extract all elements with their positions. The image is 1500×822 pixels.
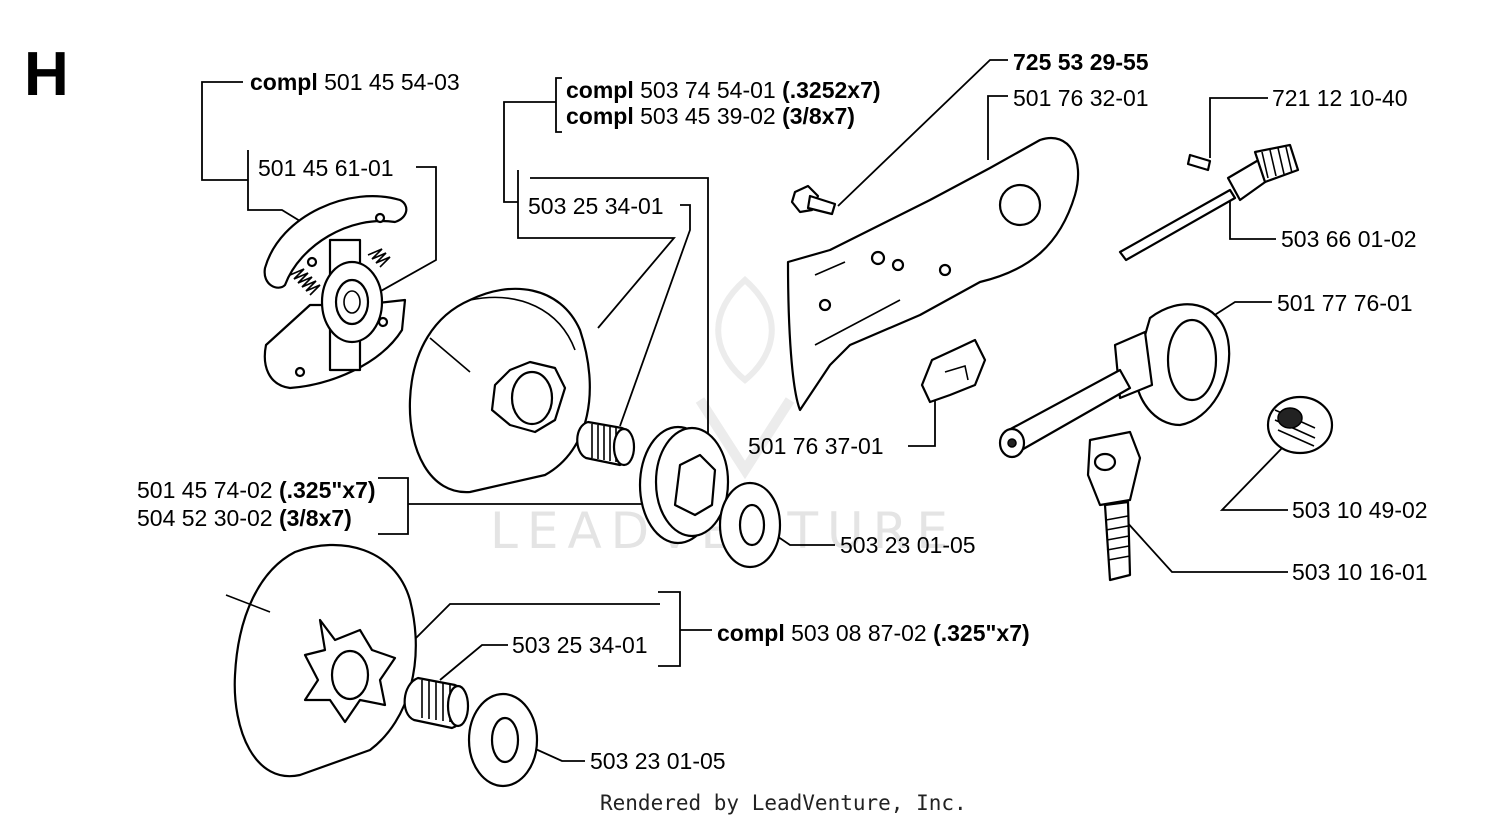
guide-plate [786, 137, 1080, 412]
label-piston: 503 10 16-01 [1292, 559, 1428, 585]
label-washer-top: 503 23 01-05 [840, 532, 976, 558]
label-rim-1: 501 45 74-02 (.325"x7) [137, 477, 376, 503]
washer-bottom [467, 692, 539, 788]
clip [920, 338, 987, 404]
clutch-drum-bottom [225, 543, 417, 778]
label-rim-2: 504 52 30-02 (3/8x7) [137, 505, 352, 531]
label-drum-compl-1: compl 503 74 54-01 (.3252x7) [566, 77, 881, 103]
label-clutch-compl: compl 501 45 54-03 [250, 69, 460, 95]
rim-sprocket [638, 425, 730, 545]
washer-top [718, 481, 782, 569]
leader-lines [201, 59, 1288, 762]
piston [1086, 430, 1142, 582]
label-bearing-top: 503 25 34-01 [528, 193, 664, 219]
oil-pump [998, 303, 1231, 459]
shaft [1118, 143, 1300, 262]
needle-bearing-bottom [403, 676, 470, 730]
label-shaft: 503 66 01-02 [1281, 226, 1417, 252]
label-bolt: 725 53 29-55 [1013, 49, 1149, 75]
bolt [790, 184, 837, 216]
label-drum-compl-3: compl 503 08 87-02 (.325"x7) [717, 620, 1030, 646]
clutch-assembly [263, 195, 408, 390]
label-bearing-bottom: 503 25 34-01 [512, 632, 648, 658]
section-letter: H [24, 40, 69, 109]
needle-bearing-top [576, 420, 636, 467]
label-pin: 721 12 10-40 [1272, 85, 1408, 111]
spring [1266, 395, 1334, 455]
clutch-drum-top [408, 287, 591, 494]
label-clip: 501 76 37-01 [748, 433, 884, 459]
label-plate: 501 76 32-01 [1013, 85, 1149, 111]
label-oil-pump: 501 77 76-01 [1277, 290, 1413, 316]
label-drum-compl-2: compl 503 45 39-02 (3/8x7) [566, 103, 855, 129]
label-spring: 503 10 49-02 [1292, 497, 1428, 523]
footer-credit: Rendered by LeadVenture, Inc. [600, 791, 967, 815]
pin [1186, 153, 1212, 172]
label-washer-bottom: 503 23 01-05 [590, 748, 726, 774]
label-clutch-shoe: 501 45 61-01 [258, 155, 394, 181]
